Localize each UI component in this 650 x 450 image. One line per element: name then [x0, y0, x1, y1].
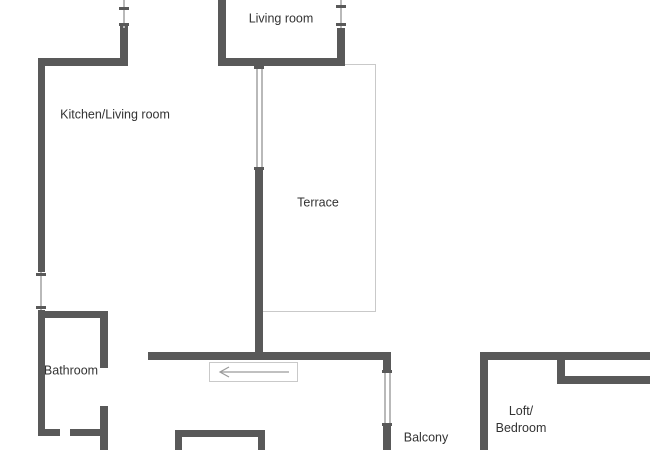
- window-tick: [119, 7, 129, 10]
- wall-balcony-top-stub: [383, 352, 391, 370]
- wall-bottom-main: [148, 352, 391, 360]
- window-pane: [340, 0, 342, 28]
- label-terrace: Terrace: [297, 195, 339, 210]
- window-tick: [382, 370, 392, 373]
- wall-left-upper: [38, 58, 45, 272]
- wall-bottom-left-a: [38, 429, 60, 436]
- window-tick: [36, 273, 46, 276]
- wall-bathroom-right-upper: [100, 311, 108, 368]
- wall-center-vertical: [255, 170, 263, 360]
- window-pane: [40, 272, 42, 310]
- wall-loft-notch-vertical: [557, 358, 565, 384]
- wall-stairs-top: [175, 430, 265, 437]
- wall-loft-top: [480, 352, 650, 360]
- window-balcony: [382, 370, 392, 426]
- window-tick: [336, 5, 346, 8]
- wall-bathroom-right-lower: [100, 406, 108, 450]
- window-tick: [382, 423, 392, 426]
- window-tick: [119, 23, 129, 26]
- window-top-left: [119, 0, 129, 28]
- label-kitchen-living-room: Kitchen/Living room: [60, 107, 170, 122]
- wall-living-left: [218, 0, 226, 66]
- window-terrace: [254, 66, 264, 170]
- window-pane: [389, 370, 391, 426]
- window-pane: [256, 66, 258, 170]
- terrace-top-line: [345, 64, 376, 65]
- entrance-arrow-box: [209, 362, 298, 382]
- window-pane: [261, 66, 263, 170]
- label-living-room: Living room: [248, 11, 314, 26]
- window-tick: [36, 306, 46, 309]
- wall-bathroom-top: [45, 311, 108, 318]
- wall-stairs-left: [175, 430, 182, 450]
- wall-left-lower: [38, 310, 45, 436]
- wall-stairs-right: [258, 430, 265, 450]
- entrance-arrow-icon: [218, 366, 289, 378]
- window-tick: [254, 66, 264, 69]
- wall-living-right: [337, 28, 345, 66]
- window-pane: [123, 0, 125, 28]
- terrace-right-line: [375, 64, 376, 312]
- window-tick: [254, 167, 264, 170]
- wall-loft-notch-horizontal: [563, 376, 650, 384]
- wall-top-left-vertical: [120, 26, 128, 66]
- label-loft-bedroom: Loft/ Bedroom: [495, 404, 547, 435]
- wall-bottom-left-b: [70, 429, 108, 436]
- label-bathroom: Bathroom: [43, 363, 99, 378]
- window-pane: [384, 370, 386, 426]
- wall-top-left-horizontal: [38, 58, 128, 66]
- window-left-wall: [36, 272, 46, 310]
- wall-balcony-bottom-stub: [383, 426, 391, 450]
- terrace-bottom-line: [263, 311, 376, 312]
- wall-living-bottom: [218, 58, 345, 66]
- window-tick: [336, 23, 346, 26]
- label-balcony: Balcony: [403, 430, 449, 445]
- wall-loft-left: [480, 352, 488, 450]
- window-living-right: [336, 0, 346, 28]
